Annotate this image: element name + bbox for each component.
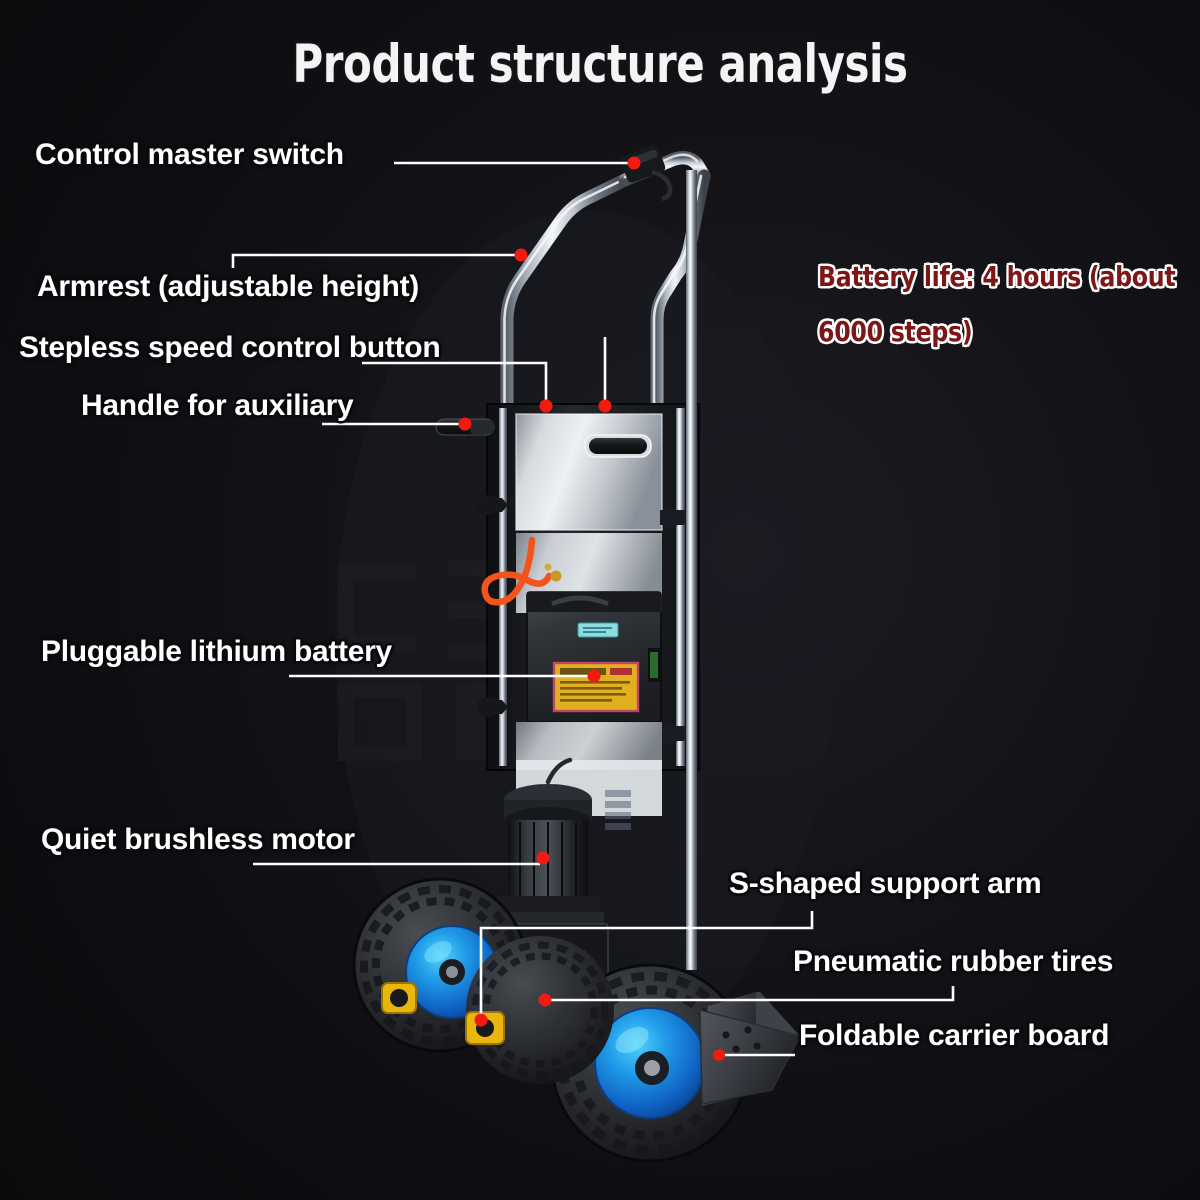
- leader-s-shaped-support-arm: [474, 911, 814, 1027]
- label-s-shaped-support-arm: S-shaped support arm: [729, 867, 1042, 900]
- annotation-line-2: 6000 steps): [818, 315, 973, 349]
- page-title: Product structure analysis: [292, 34, 908, 95]
- label-stepless-speed-control: Stepless speed control button: [19, 331, 441, 364]
- label-pneumatic-rubber-tires: Pneumatic rubber tires: [793, 945, 1114, 978]
- leader-foldable-carrier-board: [713, 1049, 795, 1061]
- leader-pluggable-lithium-battery: [289, 669, 601, 683]
- label-armrest: Armrest (adjustable height): [37, 270, 419, 303]
- label-control-master-switch: Control master switch: [35, 138, 344, 171]
- leader-pneumatic-rubber-tires: [538, 986, 955, 1007]
- label-pluggable-lithium-battery: Pluggable lithium battery: [41, 635, 392, 668]
- leader-quiet-brushless-motor: [253, 851, 550, 866]
- leader-handle-auxiliary: [322, 417, 472, 431]
- annotation-battery-life: Battery life: 4 hours (about 6000 steps): [818, 260, 1176, 349]
- leader-stepless-speed-control: [362, 361, 553, 413]
- label-handle-for-auxiliary: Handle for auxiliary: [81, 389, 354, 422]
- label-quiet-brushless-motor: Quiet brushless motor: [41, 823, 355, 856]
- leader-control-master-switch: [394, 156, 641, 170]
- leader-armrest: [231, 248, 528, 268]
- leader-speed-control-branch: [598, 337, 612, 413]
- annotation-line-1: Battery life: 4 hours (about: [818, 260, 1176, 293]
- label-foldable-carrier-board: Foldable carrier board: [799, 1019, 1110, 1052]
